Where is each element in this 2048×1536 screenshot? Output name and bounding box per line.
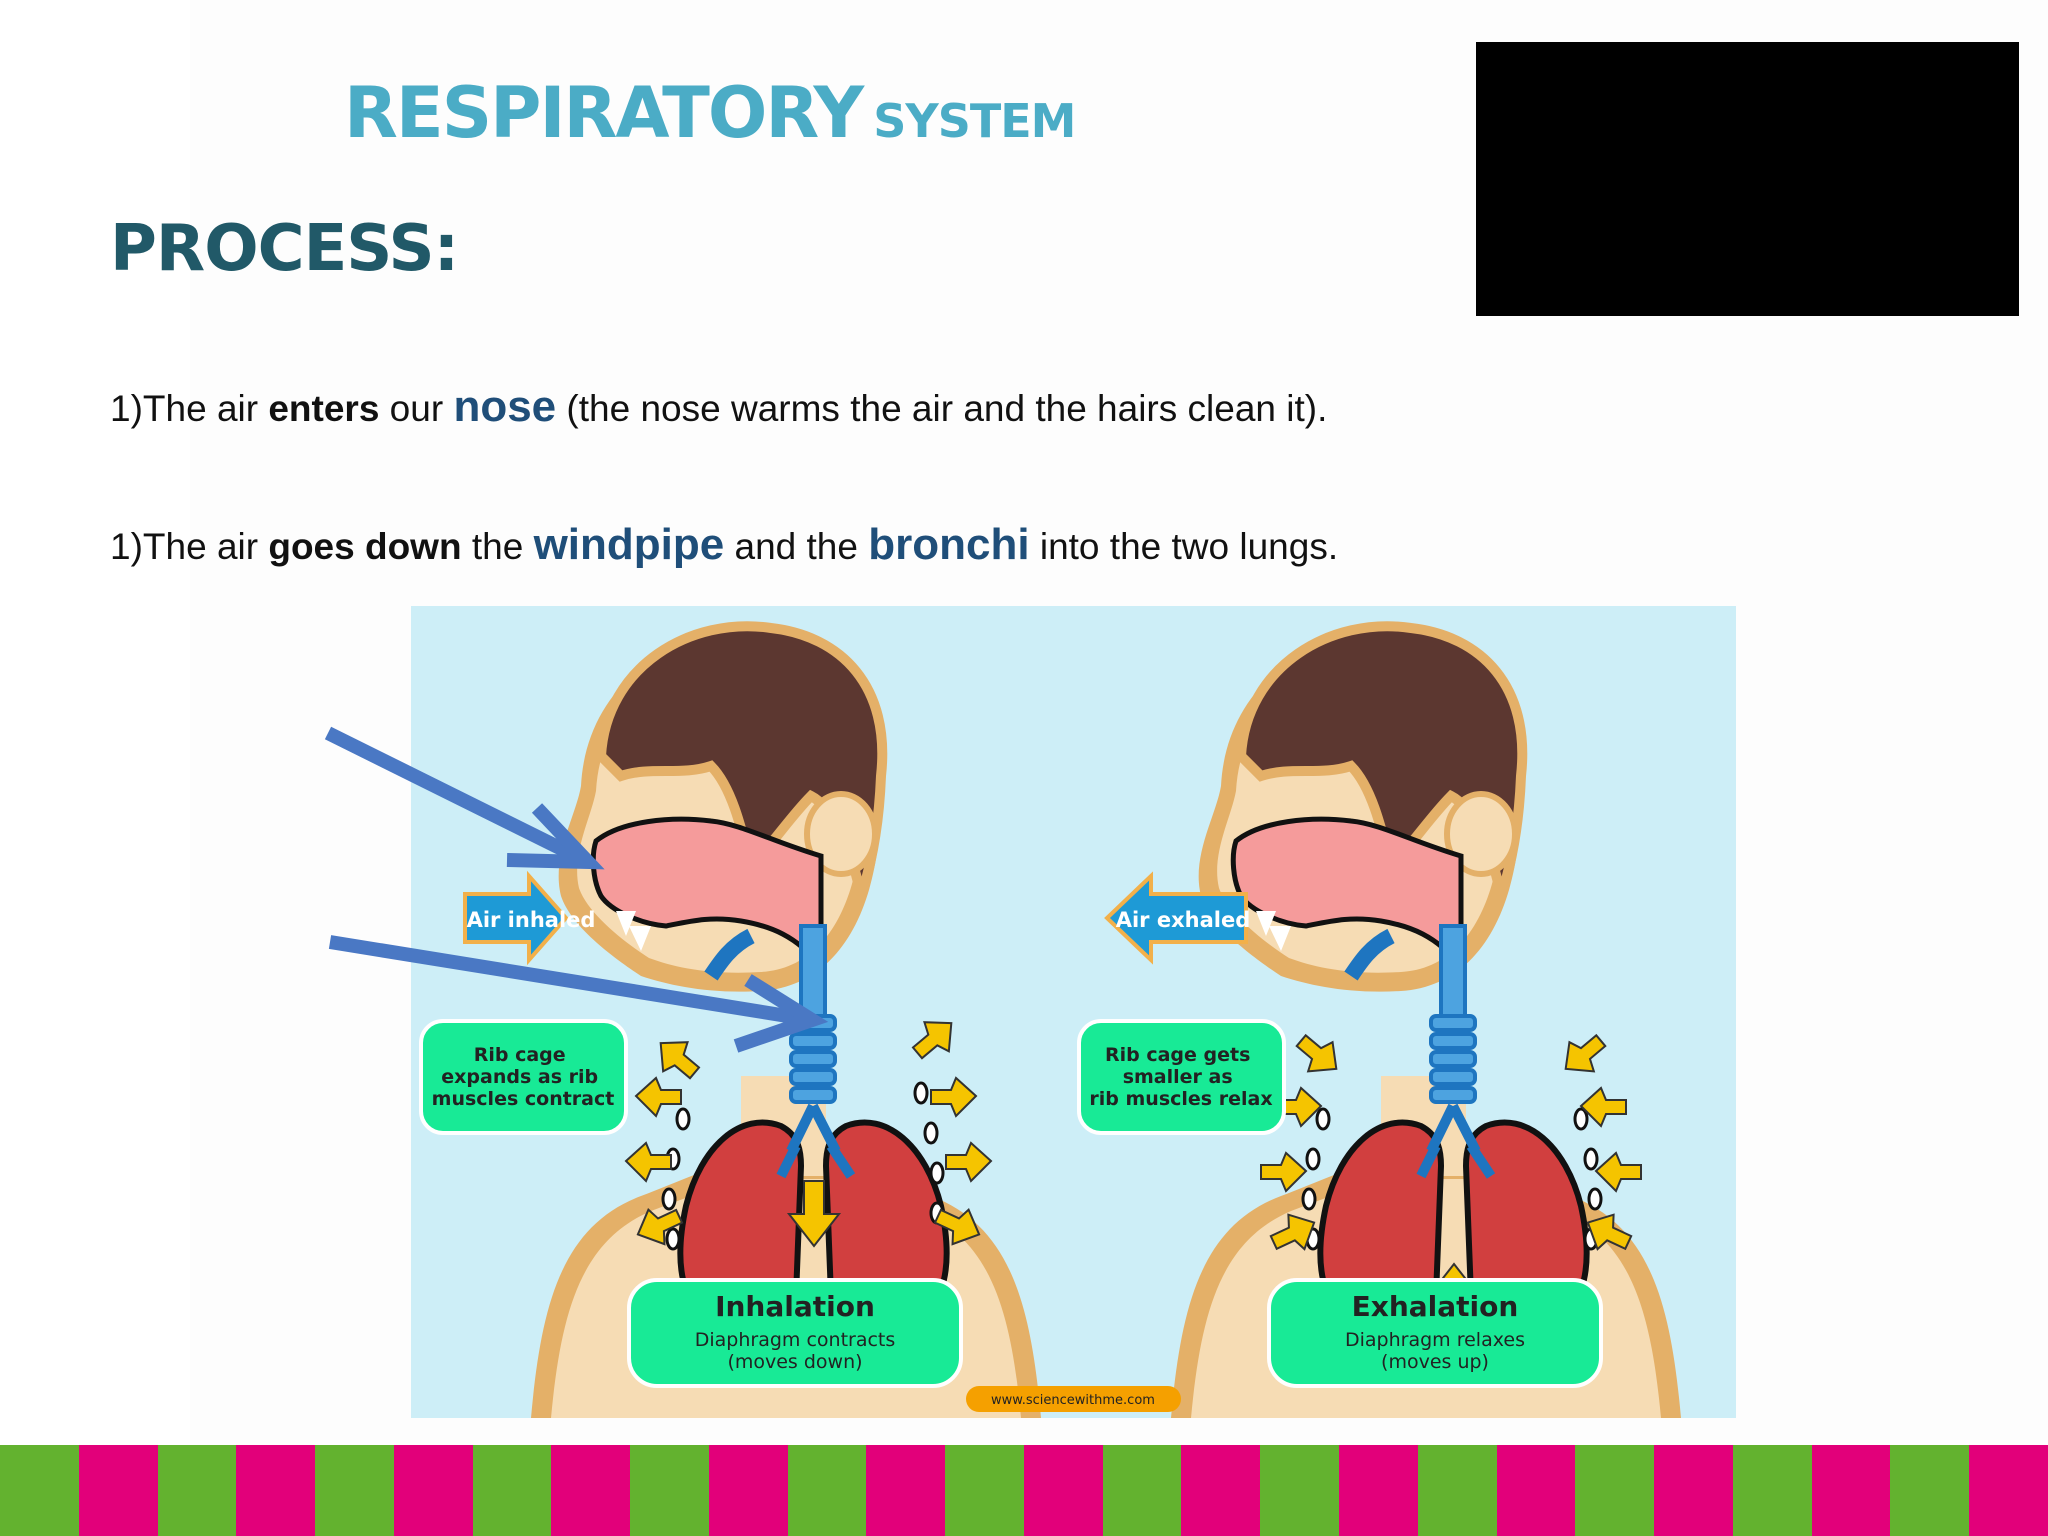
step-1: 1)The air enters our nose (the nose warm… <box>110 382 1327 432</box>
footer-stripe <box>472 1445 552 1536</box>
exhalation-line1: Diaphragm relaxes <box>1345 1329 1525 1351</box>
note-line: Rib cage <box>474 1044 566 1066</box>
footer-stripe <box>1260 1445 1340 1536</box>
breathing-diagram: Air inhaled Air exhaled Rib cage expands… <box>411 606 1736 1418</box>
inhalation-line2: (moves down) <box>727 1351 862 1373</box>
exhalation-line2: (moves up) <box>1381 1351 1489 1373</box>
footer-stripe <box>551 1445 631 1536</box>
step-number: 1) <box>110 526 143 567</box>
credit-badge: www.sciencewithme.com <box>966 1386 1181 1412</box>
keyword-nose: nose <box>453 382 557 431</box>
air-exhaled-arrow: Air exhaled <box>1104 871 1251 965</box>
footer-stripe <box>1732 1445 1812 1536</box>
step-text: and the <box>724 526 869 567</box>
footer-stripe <box>393 1445 473 1536</box>
step-bold: goes down <box>268 526 462 567</box>
credit-text: www.sciencewithme.com <box>991 1393 1155 1408</box>
footer-stripe <box>78 1445 158 1536</box>
footer-stripe <box>157 1445 237 1536</box>
note-line: rib muscles relax <box>1089 1088 1272 1110</box>
footer-stripes <box>0 1445 2048 1536</box>
note-line: muscles contract <box>432 1088 615 1110</box>
step-text: our <box>379 388 454 429</box>
air-inhaled-label: Air inhaled <box>467 908 596 932</box>
keyword-bronchi: bronchi <box>868 520 1030 569</box>
footer-stripe <box>1339 1445 1418 1536</box>
step-text: The air <box>142 526 269 567</box>
step-text: the <box>461 526 534 567</box>
exhalation-caption: Exhalation Diaphragm relaxes (moves up) <box>1267 1278 1603 1388</box>
note-line: expands as rib <box>441 1066 598 1088</box>
title-main: RESPIRATORY <box>344 72 864 154</box>
footer-stripe <box>1575 1445 1655 1536</box>
step-text: into the two lungs. <box>1029 526 1339 567</box>
footer-stripe <box>315 1445 394 1536</box>
footer-stripe <box>1496 1445 1576 1536</box>
video-placeholder <box>1476 42 2019 316</box>
footer-stripe <box>1417 1445 1497 1536</box>
note-line: smaller as <box>1123 1066 1233 1088</box>
footer-stripe <box>1811 1445 1891 1536</box>
inhalation-caption: Inhalation Diaphragm contracts (moves do… <box>627 1278 963 1388</box>
step-text: (the nose warms the air and the hairs cl… <box>556 388 1328 429</box>
footer-stripe <box>630 1445 709 1536</box>
note-line: Rib cage gets <box>1105 1044 1250 1066</box>
step-bold: enters <box>268 388 380 429</box>
air-exhaled-label: Air exhaled <box>1116 908 1251 932</box>
footer-stripe <box>1654 1445 1733 1536</box>
footer-stripe <box>1890 1445 1970 1536</box>
inhalation-line1: Diaphragm contracts <box>695 1329 896 1351</box>
footer-stripe <box>787 1445 867 1536</box>
keyword-windpipe: windpipe <box>533 520 725 569</box>
footer-stripe <box>0 1445 79 1536</box>
step-number: 1) <box>110 388 143 429</box>
exhalation-title: Exhalation <box>1352 1290 1519 1323</box>
footer-stripe <box>866 1445 946 1536</box>
inhalation-title: Inhalation <box>715 1290 875 1323</box>
step-text: The air <box>142 388 269 429</box>
svg-text:Rib cage expands as rib: Rib cage expands as rib muscles contract <box>432 1044 615 1110</box>
process-heading: PROCESS: <box>110 212 459 286</box>
footer-stripe <box>708 1445 788 1536</box>
step-2: 1)The air goes down the windpipe and the… <box>110 520 1338 570</box>
rib-cage-smaller-note: Rib cage gets smaller as rib muscles rel… <box>1077 1019 1286 1135</box>
slide-title: RESPIRATORY SYSTEM <box>344 78 1076 148</box>
footer-stripe <box>1023 1445 1103 1536</box>
svg-text:Rib cage gets smaller as: Rib cage gets smaller as rib muscles rel… <box>1089 1044 1272 1110</box>
footer-stripe <box>1181 1445 1261 1536</box>
footer-stripe <box>1969 1445 2048 1536</box>
title-suffix: SYSTEM <box>873 94 1076 148</box>
footer-stripe <box>236 1445 316 1536</box>
footer-stripe <box>1102 1445 1182 1536</box>
footer-stripe <box>945 1445 1024 1536</box>
rib-cage-expands-note: Rib cage expands as rib muscles contract <box>419 1019 628 1135</box>
